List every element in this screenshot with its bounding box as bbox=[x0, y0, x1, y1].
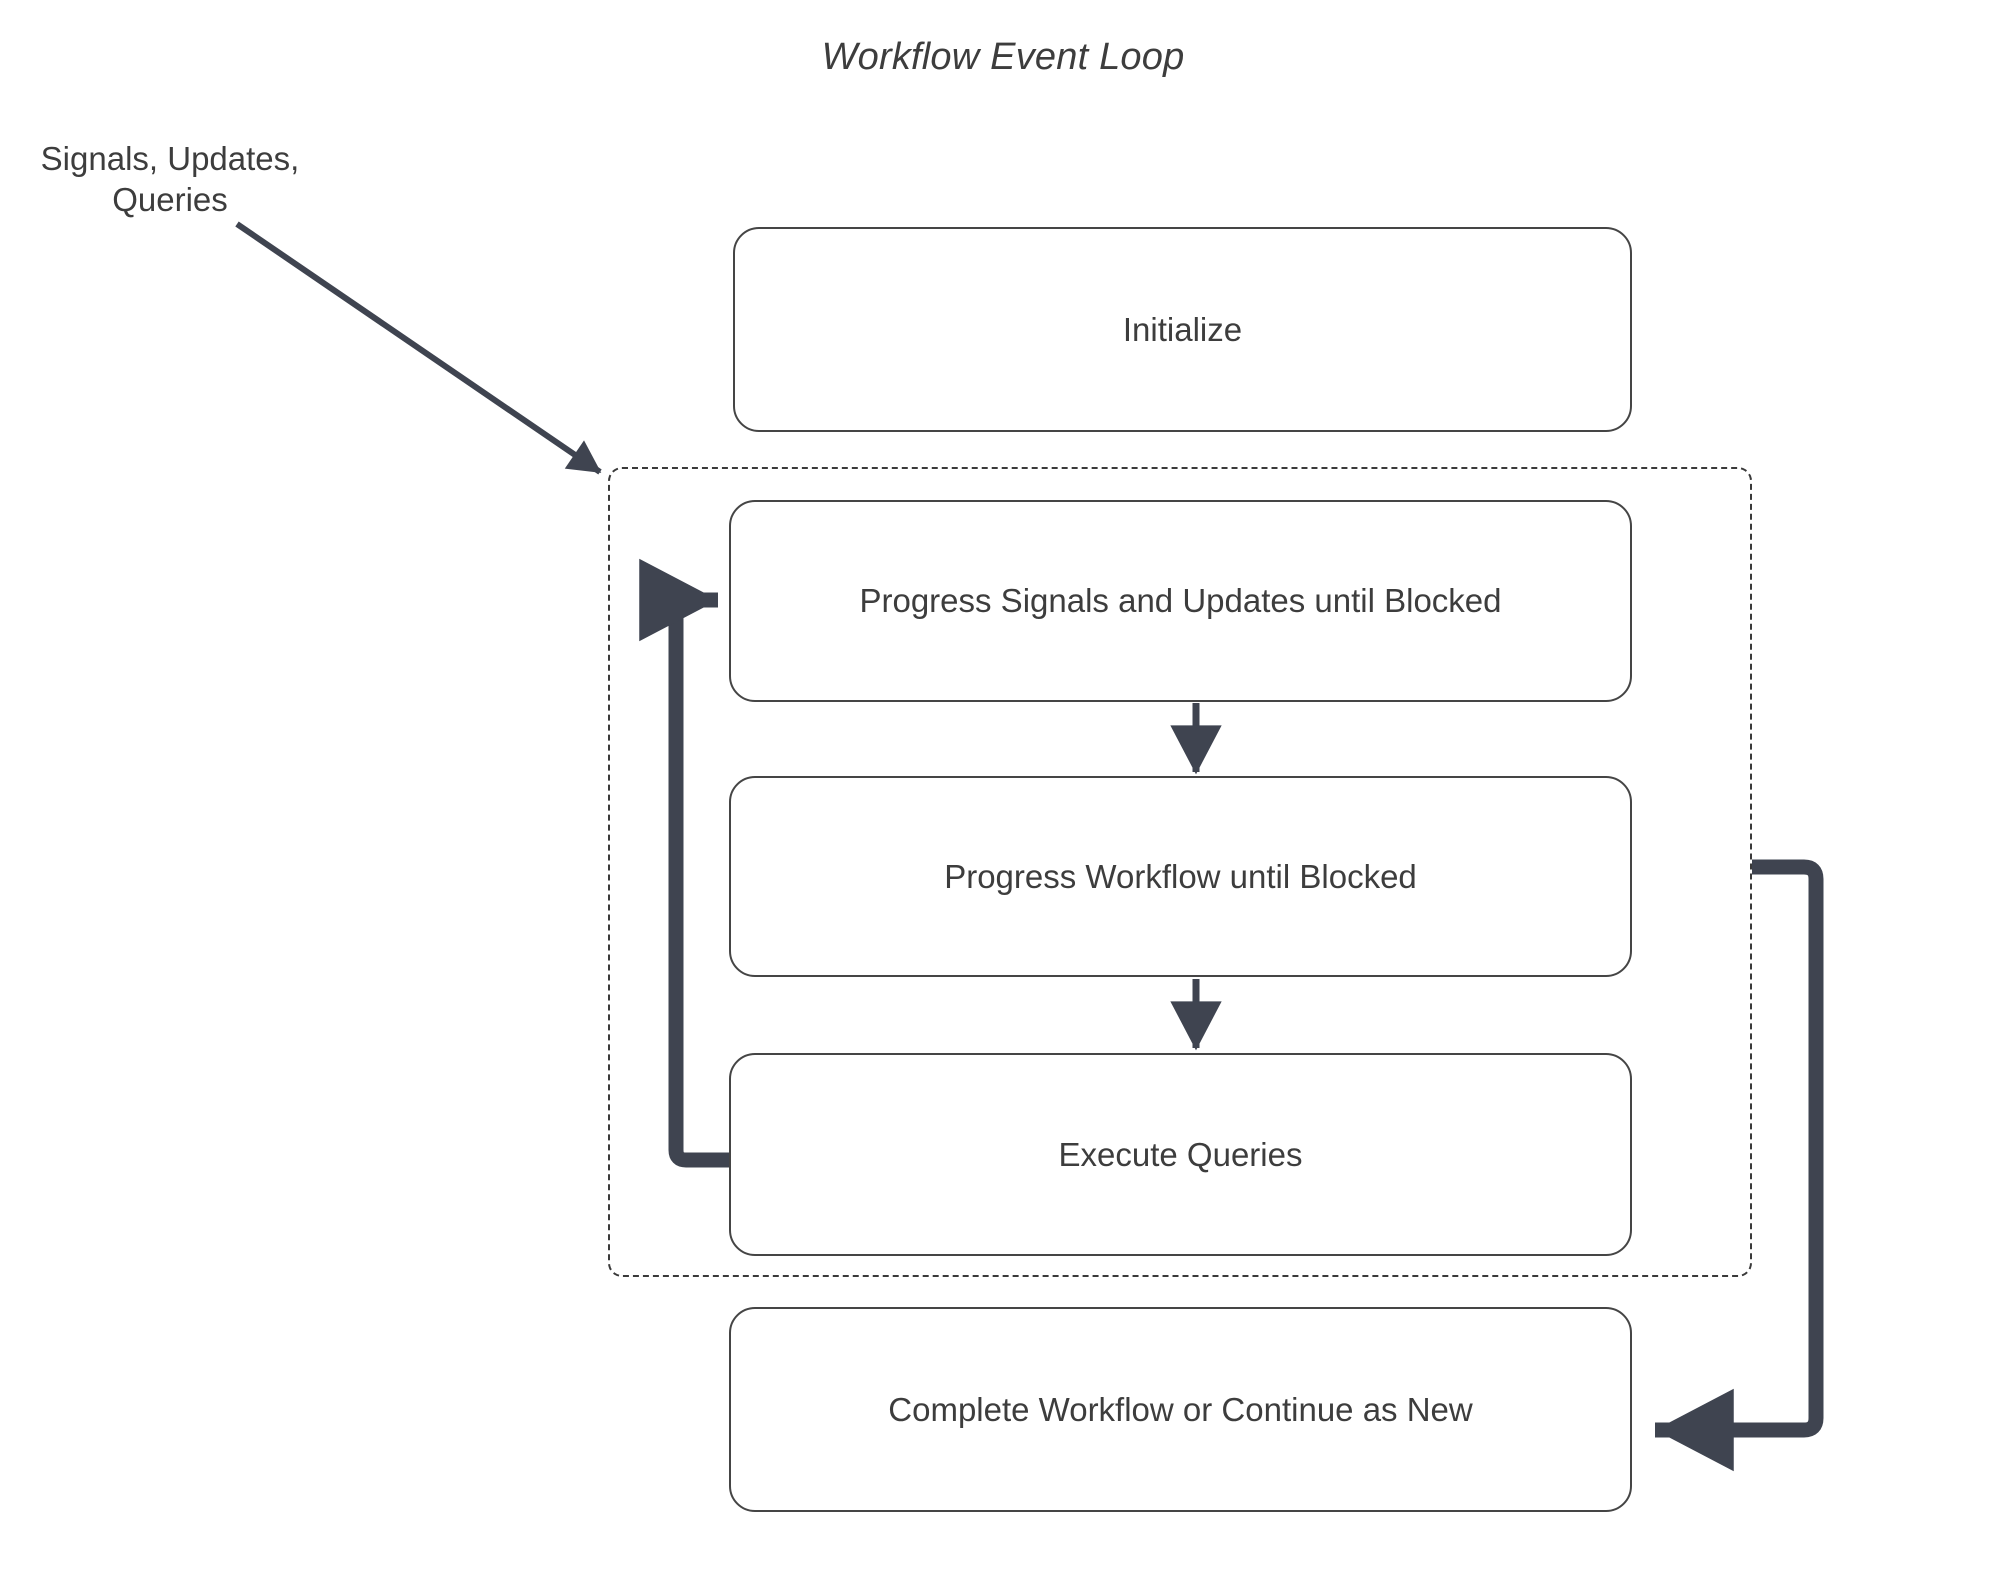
page-title: Workflow Event Loop bbox=[821, 36, 1185, 78]
edge-signals-to-loop bbox=[235, 221, 602, 475]
external-input-label-line2: Queries bbox=[112, 181, 228, 219]
node-complete-workflow-label: Complete Workflow or Continue as New bbox=[888, 1390, 1473, 1428]
node-progress-workflow[interactable]: Progress Workflow until Blocked bbox=[729, 776, 1632, 977]
external-input-label-line1: Signals, Updates, bbox=[40, 140, 300, 177]
node-progress-workflow-label: Progress Workflow until Blocked bbox=[944, 857, 1417, 895]
node-initialize[interactable]: Initialize bbox=[733, 227, 1632, 432]
node-execute-queries[interactable]: Execute Queries bbox=[729, 1053, 1632, 1256]
node-progress-signals-updates[interactable]: Progress Signals and Updates until Block… bbox=[729, 500, 1632, 702]
node-initialize-label: Initialize bbox=[1122, 310, 1243, 348]
node-complete-workflow[interactable]: Complete Workflow or Continue as New bbox=[729, 1307, 1632, 1512]
event-loop-dashed-container bbox=[608, 467, 1752, 1277]
node-progress-signals-updates-label: Progress Signals and Updates until Block… bbox=[859, 582, 1502, 619]
external-input-label: Signals, Updates, Queries bbox=[20, 138, 320, 221]
node-execute-queries-label: Execute Queries bbox=[1058, 1135, 1303, 1173]
